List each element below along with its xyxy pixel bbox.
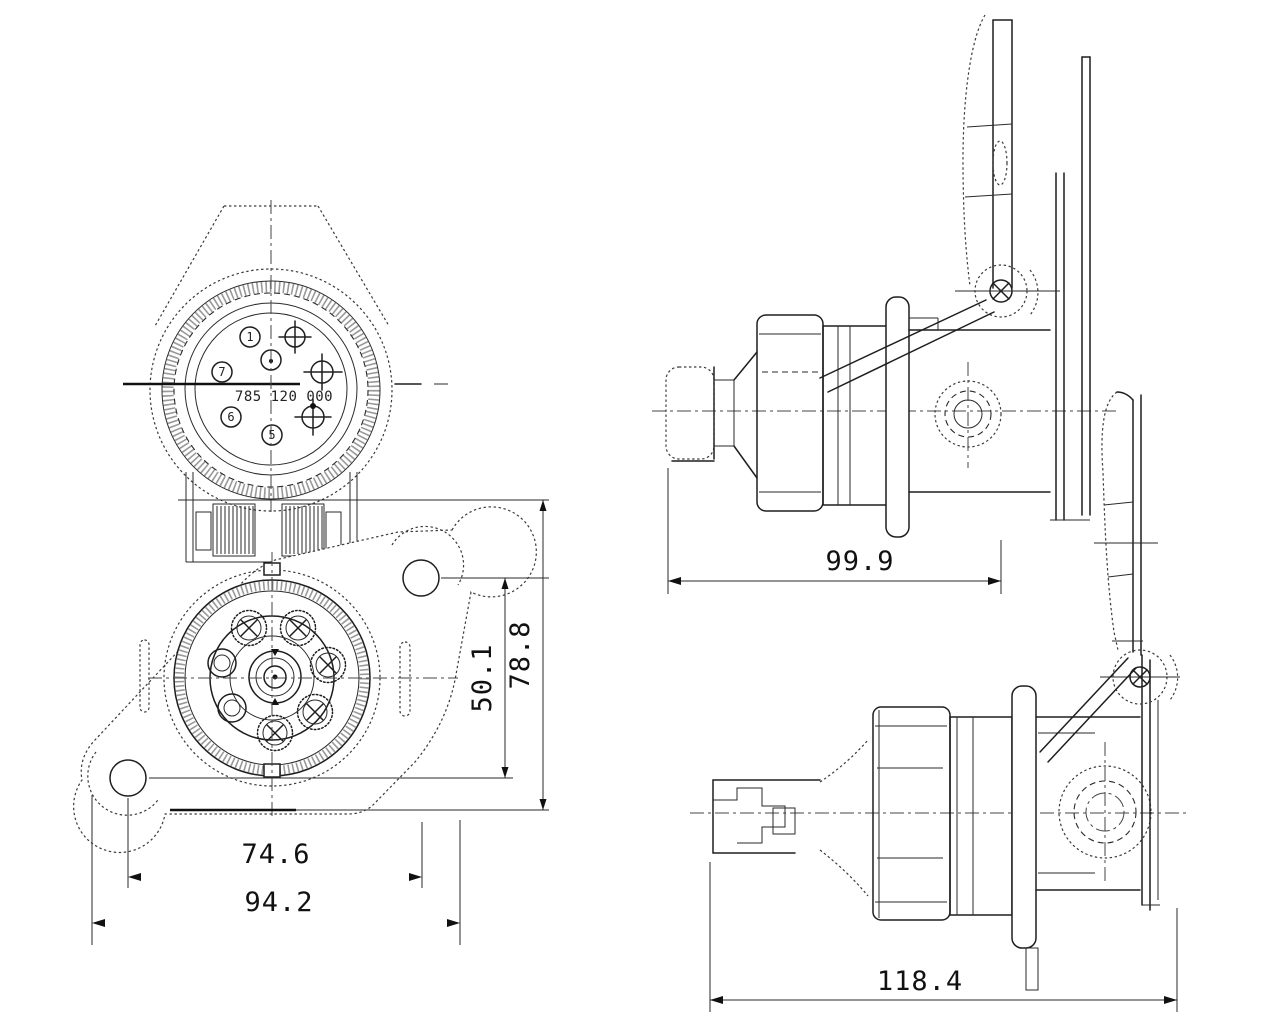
bracket-rib-left xyxy=(139,639,150,713)
bracket-hole-bottom xyxy=(109,759,147,797)
stepped-end xyxy=(712,779,821,854)
hinge xyxy=(1100,649,1180,705)
screw-pin xyxy=(309,646,347,684)
dim-height-inner: 50.1 xyxy=(467,643,498,712)
screw-pin xyxy=(296,693,334,731)
front-view: 1 7 6 5 785 120 000 xyxy=(73,200,549,945)
side-open-dimension: 99.9 xyxy=(667,468,1002,594)
dim-height-outer: 78.8 xyxy=(505,620,536,689)
dim-width-outer: 94.2 xyxy=(244,887,313,918)
part-number: 785 120 000 xyxy=(235,389,333,405)
bracket-rib-right xyxy=(399,641,411,717)
mounted-body xyxy=(819,654,1160,991)
spring-coil-right xyxy=(285,506,323,554)
front-dimensions: 50.1 78.8 74.6 94.2 xyxy=(91,499,549,945)
cable-gland xyxy=(665,351,758,479)
bracket-hole-top xyxy=(402,559,440,597)
side-mounted-dimension: 118.4 xyxy=(709,862,1178,1012)
pin-5-label: 5 xyxy=(268,428,275,442)
screw-pin xyxy=(256,714,294,752)
screw-pin xyxy=(230,609,268,647)
dim-length-bottom: 118.4 xyxy=(877,966,963,997)
side-view-mounted: 118.4 xyxy=(690,391,1190,1012)
side-view-open: 99.9 xyxy=(652,14,1120,594)
dim-length-top: 99.9 xyxy=(825,546,894,577)
lid-half-open xyxy=(1039,391,1180,763)
side-body xyxy=(756,56,1091,538)
hinge xyxy=(955,264,1060,318)
spring-coil-left xyxy=(216,506,254,554)
pin-6-label: 6 xyxy=(227,410,234,424)
screw-pin xyxy=(279,609,317,647)
lid-open xyxy=(819,14,1060,393)
dim-width-inner: 74.6 xyxy=(241,839,310,870)
pin-7-label: 7 xyxy=(218,365,225,379)
center-pin xyxy=(248,649,302,705)
pin-1-label: 1 xyxy=(246,330,253,344)
sleeve-pin xyxy=(207,648,247,723)
socket-face xyxy=(148,499,458,818)
lid-front: 1 7 6 5 785 120 000 xyxy=(123,200,448,512)
